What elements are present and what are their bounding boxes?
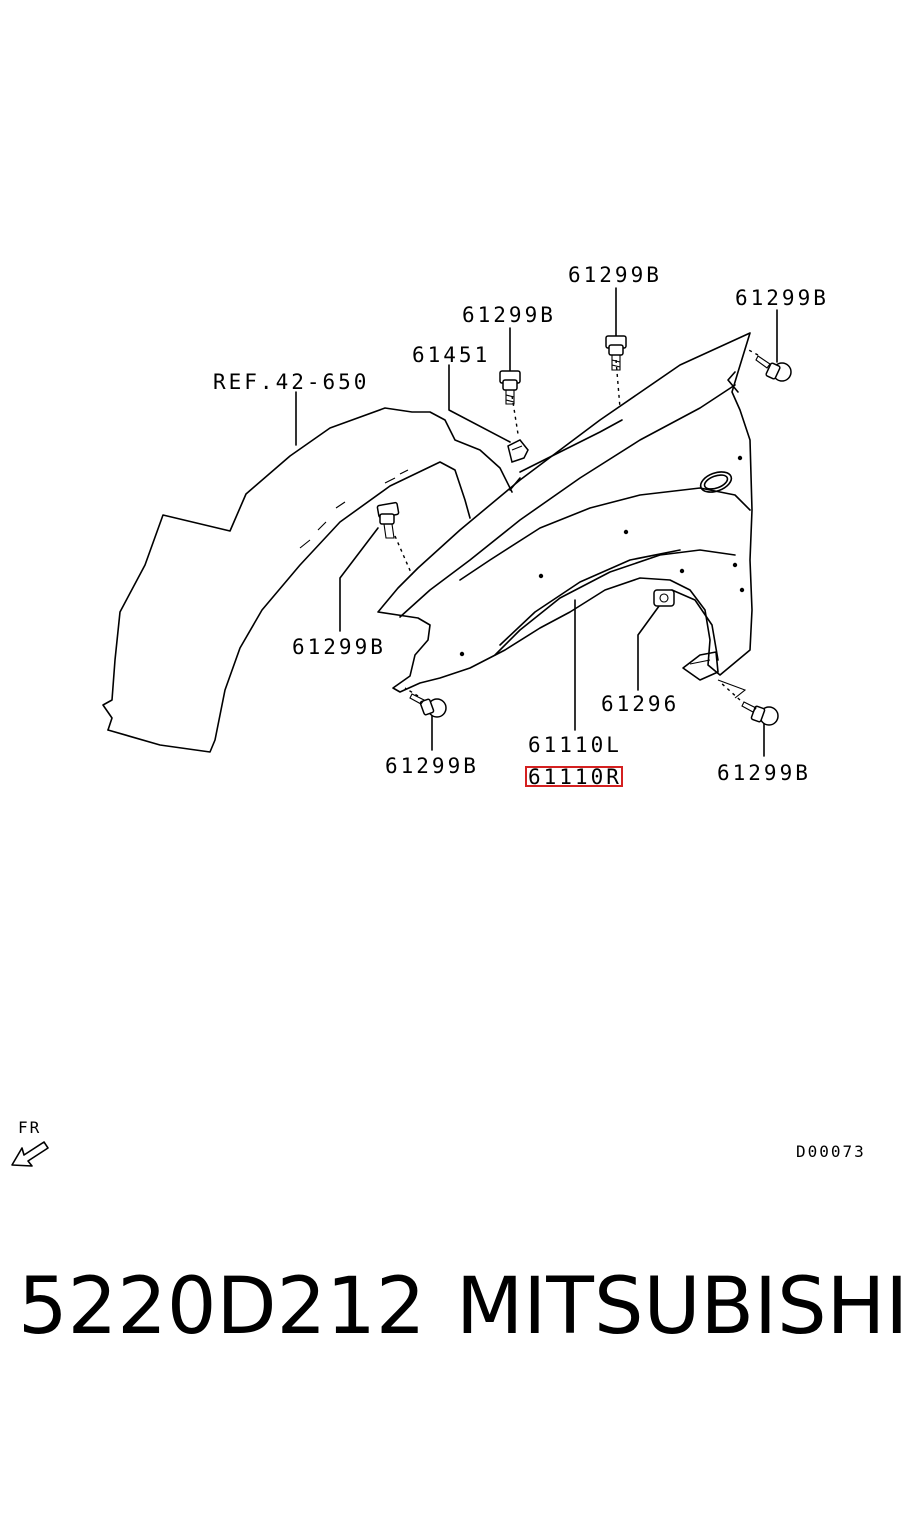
fender-panel bbox=[377, 332, 753, 693]
bolt-top-right-label: 61299B bbox=[735, 286, 829, 310]
leader-lines bbox=[295, 287, 778, 757]
bolt-top-right-icon bbox=[755, 355, 792, 382]
ref-label: REF.42-650 bbox=[213, 370, 369, 394]
nut-label: 61296 bbox=[601, 692, 679, 716]
bolt-left-label: 61299B bbox=[292, 635, 386, 659]
brand-name: MITSUBISHI bbox=[456, 1262, 909, 1352]
arrow-down-left-icon bbox=[11, 1141, 49, 1167]
parts-diagram: REF.42-650 61299B 61299B 61299B 61451 61… bbox=[11, 263, 866, 1167]
bolt-bottom-right-icon bbox=[741, 701, 779, 726]
bolt-bottom-left-icon bbox=[409, 693, 447, 718]
part-number: 5220D212 bbox=[18, 1262, 426, 1352]
fender-liner bbox=[102, 407, 513, 753]
clip-label: 61451 bbox=[412, 343, 490, 367]
bolt-bottom-left-label: 61299B bbox=[385, 754, 479, 778]
diagram-code: D00073 bbox=[796, 1142, 866, 1161]
bolt-left-icon bbox=[376, 501, 400, 539]
clip-icon bbox=[507, 439, 529, 463]
fender-left-label: 61110L bbox=[528, 733, 622, 757]
front-label: FR bbox=[18, 1118, 41, 1137]
bolt-upper-icon bbox=[499, 370, 521, 405]
bolt-upper-label: 61299B bbox=[462, 303, 556, 327]
bolt-bottom-right-label: 61299B bbox=[717, 761, 811, 785]
bolt-top-center-label: 61299B bbox=[568, 263, 662, 287]
footer: 5220D212 MITSUBISHI bbox=[0, 1262, 909, 1372]
fender-right-highlight bbox=[525, 766, 623, 787]
bolt-top-center-icon bbox=[605, 335, 627, 371]
nut-icon bbox=[653, 589, 675, 607]
